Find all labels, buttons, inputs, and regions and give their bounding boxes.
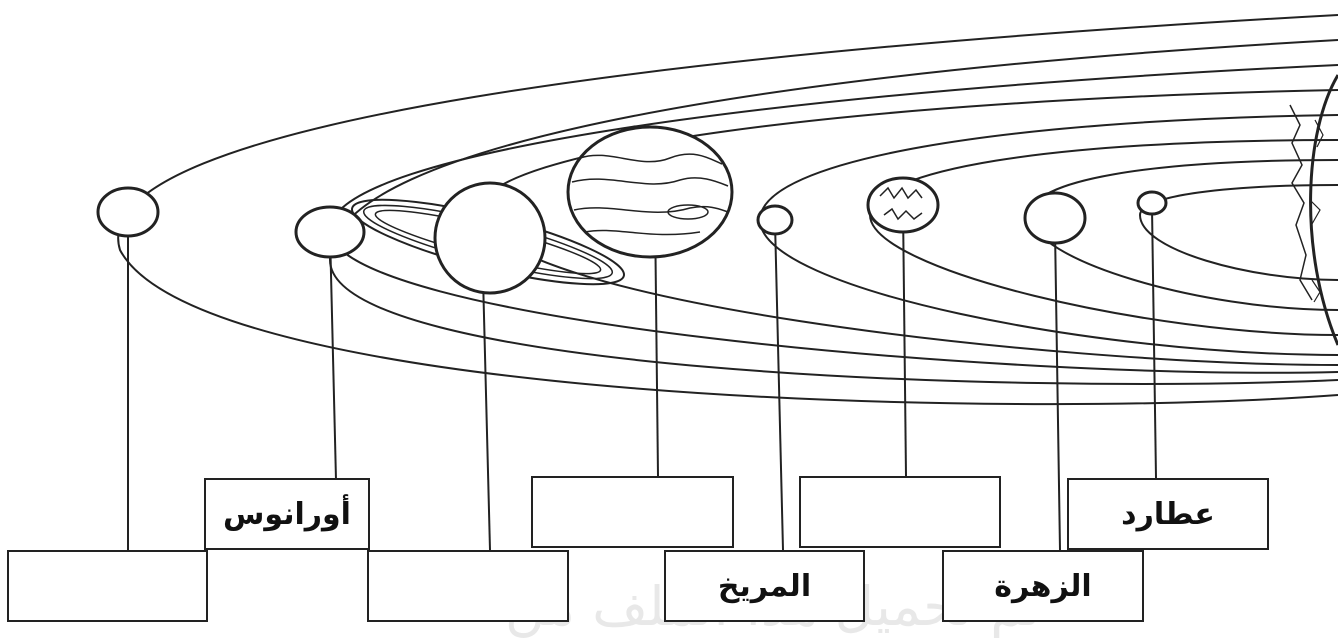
orbit-path	[1138, 184, 1338, 281]
label-box-jupiter[interactable]	[531, 476, 734, 548]
label-box-mercury[interactable]: عطارد	[1067, 478, 1269, 550]
earth-planet	[866, 176, 940, 234]
uranus-planet	[294, 205, 366, 259]
label-box-saturn[interactable]	[367, 550, 569, 622]
label-text-mercury: عطارد	[1121, 496, 1215, 532]
label-text-uranus: أورانوس	[223, 496, 351, 532]
label-box-venus[interactable]: الزهرة	[942, 550, 1144, 622]
orbit-path	[117, 14, 1338, 406]
venus-planet	[1023, 191, 1087, 245]
sun	[1289, 74, 1338, 346]
label-box-earth[interactable]	[799, 476, 1001, 548]
label-text-mars: المريخ	[717, 568, 812, 604]
label-text-venus: الزهرة	[994, 568, 1092, 604]
saturn-planet	[351, 181, 625, 295]
mars-planet	[756, 204, 794, 236]
neptune-planet	[96, 186, 160, 238]
label-box-mars[interactable]: المريخ	[664, 550, 865, 622]
label-box-uranus[interactable]: أورانوس	[204, 478, 370, 550]
jupiter-planet	[566, 125, 734, 259]
label-box-neptune[interactable]	[7, 550, 208, 622]
mercury-planet	[1136, 190, 1168, 216]
